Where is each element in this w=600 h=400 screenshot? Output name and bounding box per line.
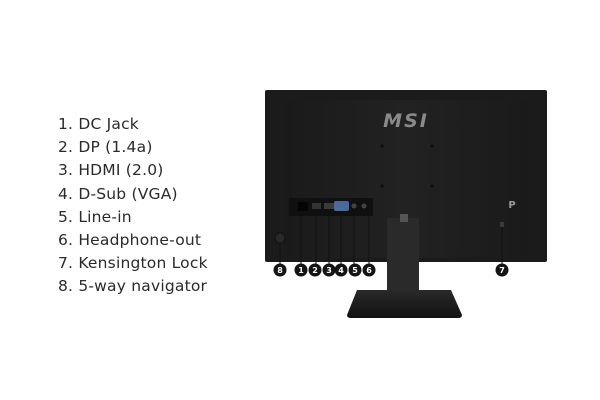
- badge-4: 4: [334, 263, 348, 277]
- stand-neck: [387, 218, 419, 294]
- port-item-5-way-navigator: 8. 5-way navigator: [58, 277, 208, 296]
- line-in-port: [351, 203, 357, 209]
- five-way-navigator: [274, 232, 286, 244]
- callout-badges: 1 2 3 4 5 6 7 8: [273, 263, 509, 277]
- badge-3: 3: [322, 263, 336, 277]
- monitor-rear-housing: [284, 100, 528, 258]
- port-legend-list: 1. DC Jack 2. DP (1.4a) 3. HDMI (2.0) 4.…: [58, 113, 208, 299]
- port-item-kensington-lock: 7. Kensington Lock: [58, 254, 208, 273]
- stand-base: [347, 290, 462, 318]
- leader-lines: [279, 209, 503, 264]
- svg-text:5: 5: [352, 266, 358, 275]
- stand-neck-hinge: [400, 214, 408, 222]
- hdmi-port: [324, 203, 334, 209]
- badge-2: 2: [308, 263, 322, 277]
- port-item-d-sub: 4. D-Sub (VGA): [58, 184, 178, 203]
- badge-1: 1: [294, 263, 308, 277]
- dp-port: [312, 203, 321, 209]
- dc-jack-port: [298, 202, 308, 211]
- badge-5: 5: [348, 263, 362, 277]
- port-connectors: [298, 201, 367, 211]
- badge-8: 8: [273, 263, 287, 277]
- port-item-dp: 2. DP (1.4a): [58, 138, 153, 157]
- d-sub-port: [334, 201, 349, 211]
- corner-logo: P: [508, 200, 515, 211]
- port-item-line-in: 5. Line-in: [58, 207, 132, 226]
- svg-text:2: 2: [312, 266, 318, 275]
- badge-7: 7: [495, 263, 509, 277]
- svg-text:4: 4: [338, 266, 344, 275]
- port-item-hdmi: 3. HDMI (2.0): [58, 161, 164, 180]
- port-item-dc-jack: 1. DC Jack: [58, 115, 139, 133]
- msi-logo: MSI: [383, 110, 429, 132]
- svg-text:6: 6: [366, 266, 372, 275]
- vesa-mount-holes: [380, 144, 434, 188]
- svg-text:1: 1: [298, 266, 304, 275]
- badge-6: 6: [362, 263, 376, 277]
- port-item-headphone-out: 6. Headphone-out: [58, 230, 202, 249]
- svg-text:8: 8: [277, 266, 283, 275]
- svg-text:3: 3: [326, 266, 332, 275]
- svg-text:7: 7: [499, 266, 505, 275]
- kensington-lock-slot: [500, 222, 504, 227]
- headphone-out-port: [361, 203, 367, 209]
